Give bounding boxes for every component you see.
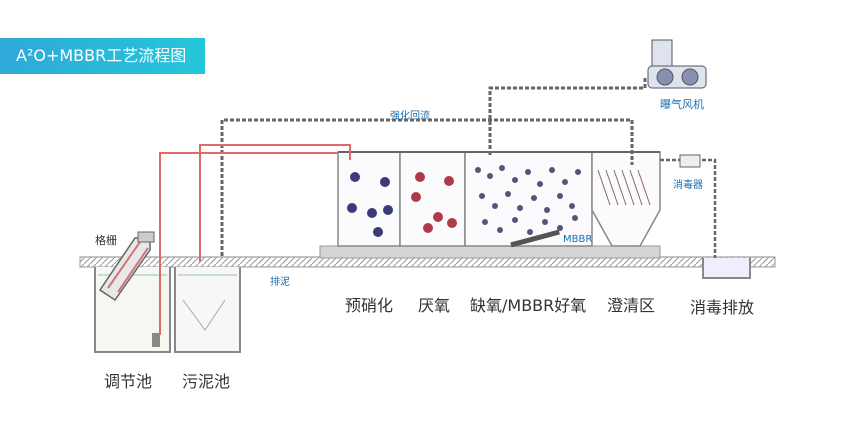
mbbr-label: MBBR [563,234,593,245]
zone-anaerobic: 厌氧 [418,296,451,315]
sludge-tank [174,267,241,353]
zone-pre-denitrification: 预硝化 [345,296,394,315]
disinfection-tank [702,258,751,279]
zone-regulating-tank: 调节池 [104,372,153,391]
recirculation-pipe [220,78,647,256]
disinfector [679,154,701,168]
blower-label: 曝气风机 [660,98,704,111]
tank-base [319,245,661,259]
zone-disinfection-discharge: 消毒排放 [690,298,755,317]
media-mbbr [475,165,581,235]
sludge-pipe [159,144,351,335]
grille-label: 格栅 [95,234,117,247]
zone-anoxic-mbbr-aerobic: 缺氧/MBBR好氧 [470,296,587,315]
effluent-pipe [660,158,717,262]
grille-device [98,231,155,302]
disinfector-label: 消毒器 [673,180,703,191]
process-tanks [337,151,661,247]
media-anaerobic [411,172,457,233]
recirculation-label: 强化回流 [390,111,430,122]
sludge-discharge-label: 排泥 [270,277,290,288]
media-pre [347,172,393,237]
diagram-title: A²O+MBBR工艺流程图 [0,38,205,74]
zone-clarifier: 澄清区 [607,296,656,315]
clarifier-tubes [597,169,651,206]
zone-sludge-tank: 污泥池 [182,372,231,391]
blower [647,39,707,89]
aerator [510,229,560,248]
lift-pump [152,333,160,347]
